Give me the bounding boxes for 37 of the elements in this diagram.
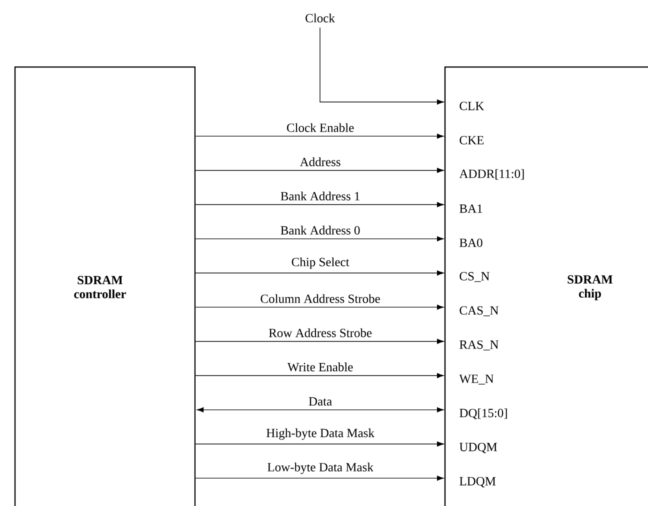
edge-label: Clock Enable bbox=[285, 122, 356, 133]
arrow bbox=[320, 27, 444, 105]
arrow bbox=[195, 236, 444, 242]
arrow bbox=[195, 441, 444, 446]
arrow bbox=[195, 304, 444, 310]
pin-label: UDQM bbox=[459, 442, 498, 454]
edge-label: Bank Address 0 bbox=[279, 224, 362, 236]
arrow bbox=[196, 407, 444, 412]
pin-label: CKE bbox=[460, 136, 484, 144]
edge-label: Low-byte Data Mask bbox=[266, 462, 374, 475]
pin-label: ADDR[11:0] bbox=[459, 169, 524, 180]
edge-label: Row Address Strobe bbox=[268, 327, 374, 338]
pin-label: RAS_N bbox=[460, 340, 498, 350]
pin-label: BA0 bbox=[460, 238, 482, 248]
edge-label: Data bbox=[308, 396, 334, 407]
arrow bbox=[195, 338, 444, 344]
arrow bbox=[195, 476, 444, 481]
pin-label: CAS_N bbox=[460, 306, 498, 316]
edge-label: Column Address Strobe bbox=[259, 293, 382, 304]
arrow bbox=[195, 202, 444, 208]
arrow bbox=[195, 270, 444, 276]
edge-label: High-byte Data Mask bbox=[265, 427, 376, 441]
arrow bbox=[195, 168, 444, 173]
pin-label: CS_N bbox=[460, 272, 490, 282]
edge-label: Chip Select bbox=[290, 256, 350, 270]
pin-label: WE_N bbox=[459, 374, 494, 384]
edge-label: Address bbox=[298, 156, 342, 168]
pin-label: LDQM bbox=[460, 477, 496, 488]
signal-name: Clock bbox=[306, 14, 335, 22]
block-box: SDRAM controller bbox=[14, 66, 196, 506]
pin-label: CLK bbox=[460, 102, 484, 110]
arrow bbox=[195, 134, 444, 139]
edge-label: Bank Address 1 bbox=[279, 190, 362, 202]
pin-label: BA1 bbox=[460, 204, 482, 213]
pin-label: DQ[15:0] bbox=[460, 408, 507, 420]
arrow bbox=[195, 373, 444, 378]
edge-label: Write Enable bbox=[286, 362, 354, 372]
